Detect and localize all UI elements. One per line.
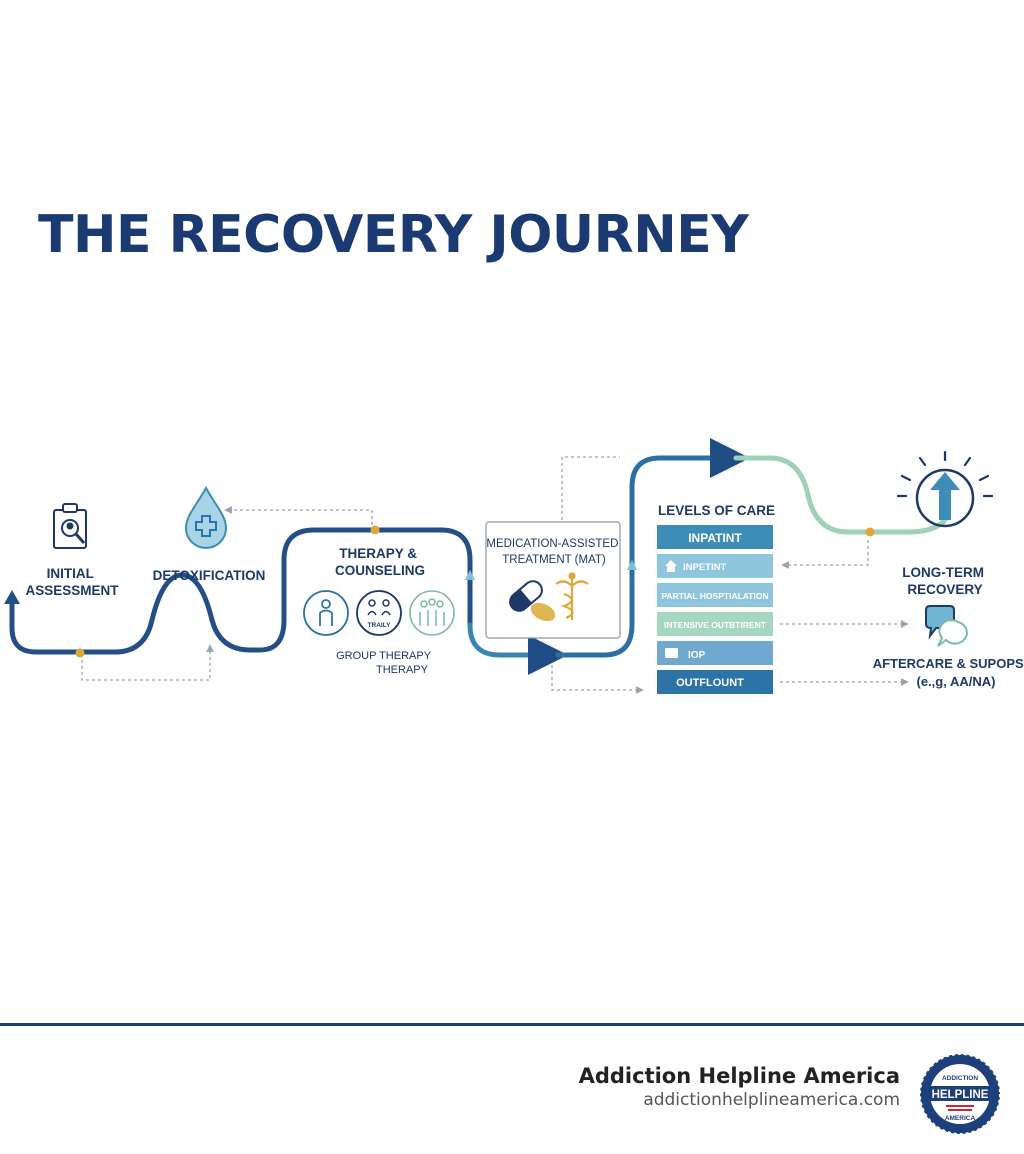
level-label: IOP [688,650,706,661]
levels-arrow-up [627,560,637,570]
journey-path [9,438,951,675]
helpline-america-logo-icon: HELPLINE ADDICTION AMERICA [919,1053,1001,1135]
start-arrow [4,590,20,604]
page-title: THE RECOVERY JOURNEY [38,205,749,265]
junction-dot [865,527,875,537]
level-item: PARTIAL HOSPTIALATION [657,583,773,607]
level-label: OUTFLOUNT [676,677,744,689]
level-item: OUTFLOUNT [657,670,773,694]
upward-arrow-burst-icon [896,450,994,528]
clipboard-search-icon [53,503,87,549]
path-segment-mid [467,622,568,675]
level-item: INPATINT [657,525,773,549]
level-label: INTENSIVE OUTBTIRENT [664,620,767,630]
brand-name: Addiction Helpline America [578,1064,900,1088]
family-therapy-icon: TRAILY [356,590,402,636]
group-therapy-label: GROUP THERAPY THERAPY [336,650,434,676]
footer-divider [0,1023,1024,1026]
levels-of-care-heading: LEVELS OF CARE [658,503,775,518]
svg-text:ADDICTION: ADDICTION [942,1075,978,1082]
level-label: INPATINT [688,531,742,545]
junction-dot [75,648,85,658]
long-term-recovery-label: LONG-TERM RECOVERY [902,565,988,597]
path-segment-levels [555,438,750,658]
junction-dot [370,525,380,535]
aftercare-label: AFTERCARE & SUPOPS (e.,g, AA/NA) [873,656,1024,689]
level-bar [657,583,773,607]
mat-label: MEDICATION-ASSISTED TREATMENT (MAT) [486,538,621,566]
brand-url: addictionhelplineamerica.com [643,1090,900,1110]
svg-text:HELPLINE: HELPLINE [932,1089,989,1101]
capsule-pill-icon [509,580,556,622]
water-drop-cross-icon [184,485,228,549]
therapy-counseling-label: THERAPY & COUNSELING [335,546,425,578]
svg-text:AMERICA: AMERICA [945,1115,976,1122]
initial-assessment-label: INITIAL ASSESSMENT [25,566,119,598]
level-label: PARTIAL HOSPTIALATION [661,591,768,601]
recovery-journey-diagram: INITIAL ASSESSMENT DETOXIFICATION THERAP… [4,438,1024,694]
home-icon [665,560,677,572]
group-therapy-icon [409,590,455,636]
path-segment-start [9,527,473,655]
level-item: IOP [657,641,773,665]
family-badge-text: TRAILY [368,622,392,629]
detoxification-label: DETOXIFICATION [153,568,266,583]
dotted-connectors [81,456,909,694]
levels-of-care-list: INPATINT INPETINT PARTIAL HOSPTIALATION … [657,525,773,694]
level-bar [657,525,773,549]
chat-bubbles-icon [925,605,968,647]
briefcase-icon [665,648,678,658]
caduceus-icon [555,572,589,620]
level-label: INPETINT [683,562,726,573]
path-segment-final [733,455,951,535]
level-item: INPETINT [657,554,773,578]
mid-arrow-up [465,570,475,580]
level-item: INTENSIVE OUTBTIRENT [657,612,773,636]
level-bar [657,670,773,694]
level-bar [657,612,773,636]
individual-therapy-icon [303,590,349,636]
